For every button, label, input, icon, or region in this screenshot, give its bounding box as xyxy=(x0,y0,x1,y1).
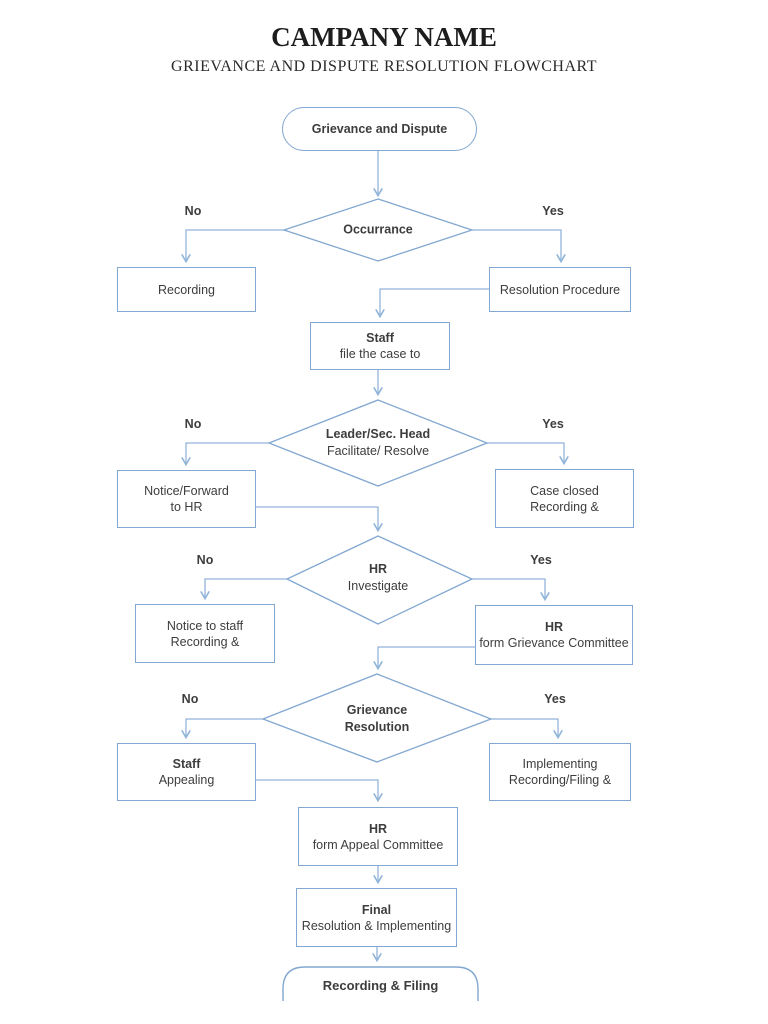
branch-label-yes: Yes xyxy=(544,692,566,706)
node-label: Leader/Sec. Head xyxy=(325,427,431,441)
node-label: Final xyxy=(361,902,392,917)
branch-label-yes: Yes xyxy=(542,417,564,431)
node-start: Grievance and Dispute xyxy=(282,107,477,151)
node-label: Staff xyxy=(172,757,201,771)
node-label: Resolution xyxy=(344,720,410,734)
branch-label-yes: Yes xyxy=(530,553,552,567)
grievance-resolution-diamond xyxy=(261,673,493,763)
node-implementing: Implementing Recording/Filing & xyxy=(489,743,631,801)
edge-hrinvestigate-no xyxy=(200,578,287,601)
node-notice-forward: Notice/Forward to HR xyxy=(117,470,256,528)
edge-resolution-staff xyxy=(375,288,489,319)
edge-leader-yes xyxy=(487,442,569,466)
edge-appealing-hrappeal xyxy=(256,779,383,803)
node-label: HR xyxy=(544,620,564,634)
branch-label-yes: Yes xyxy=(542,204,564,218)
node-hr-investigate: HR Investigate xyxy=(348,561,408,595)
node-label: Appealing xyxy=(158,773,215,787)
edge-grievres-no xyxy=(181,718,263,740)
edge-hrinvestigate-yes xyxy=(472,578,550,602)
edge-occurrence-yes xyxy=(472,229,566,264)
node-final: Final Resolution & Implementing xyxy=(296,888,457,947)
node-label: form Appeal Committee xyxy=(312,837,444,852)
node-end: Recording & Filing xyxy=(283,967,478,1003)
edge-grievres-yes xyxy=(491,718,563,740)
node-label: Implementing xyxy=(522,757,598,771)
node-hr-appeal: HR form Appeal Committee xyxy=(298,807,458,866)
node-leader-head: Leader/Sec. Head Facilitate/ Resolve xyxy=(326,426,430,460)
node-label: Grievance xyxy=(346,703,408,717)
node-label: Notice/Forward xyxy=(144,484,229,498)
branch-label-no: No xyxy=(196,553,214,567)
node-occurrence: Occurrance xyxy=(343,222,412,239)
node-label: Grievance and Dispute xyxy=(311,122,448,136)
node-case-closed: Case closed Recording & xyxy=(495,469,634,528)
page-subtitle: GRIEVANCE AND DISPUTE RESOLUTION FLOWCHA… xyxy=(171,58,597,75)
edge-noticeforward-hrinvestigate xyxy=(256,506,383,533)
page-title: CAMPANY NAME xyxy=(271,22,497,52)
edge-occurrence-no xyxy=(181,229,284,264)
node-recording: Recording xyxy=(117,267,256,312)
node-label: HR xyxy=(368,562,388,576)
node-end-stadium-shape xyxy=(282,966,479,1001)
node-notice-staff: Notice to staff Recording & xyxy=(135,604,275,663)
node-label: Facilitate/ Resolve xyxy=(326,444,430,458)
node-staff-file: Staff file the case to xyxy=(310,322,450,370)
node-label: Recording/Filing & xyxy=(508,773,612,787)
node-label: form Grievance Committee xyxy=(479,636,629,650)
node-label: HR xyxy=(368,821,388,836)
node-label: Resolution & Implementing xyxy=(301,918,452,933)
node-label: file the case to xyxy=(339,347,421,361)
node-label: Notice to staff xyxy=(166,618,244,633)
node-grievance-resolution: Grievance Resolution xyxy=(345,702,410,736)
node-hr-grievance: HR form Grievance Committee xyxy=(475,605,633,665)
node-label: Recording & xyxy=(530,499,599,514)
node-label: Recording & xyxy=(170,634,240,649)
node-staff-appealing: Staff Appealing xyxy=(117,743,256,801)
branch-label-no: No xyxy=(184,204,202,218)
node-label: Recording & Filing xyxy=(322,977,439,993)
branch-label-no: No xyxy=(184,417,202,431)
node-label: Occurrance xyxy=(343,222,413,237)
node-label: Recording xyxy=(158,282,215,297)
node-label: to HR xyxy=(170,500,203,514)
occurrence-diamond xyxy=(281,198,475,262)
branch-label-no: No xyxy=(181,692,199,706)
node-label: Investigate xyxy=(347,579,409,593)
edge-hrgrievance-resolution xyxy=(373,646,475,671)
edge-leader-no xyxy=(181,442,269,467)
node-label: Resolution Procedure xyxy=(499,282,621,297)
node-label: Staff xyxy=(366,331,394,345)
hr-investigate-diamond xyxy=(285,535,474,625)
node-label: Case closed xyxy=(530,483,599,498)
leader-head-diamond xyxy=(267,399,489,487)
node-resolution-procedure: Resolution Procedure xyxy=(489,267,631,312)
